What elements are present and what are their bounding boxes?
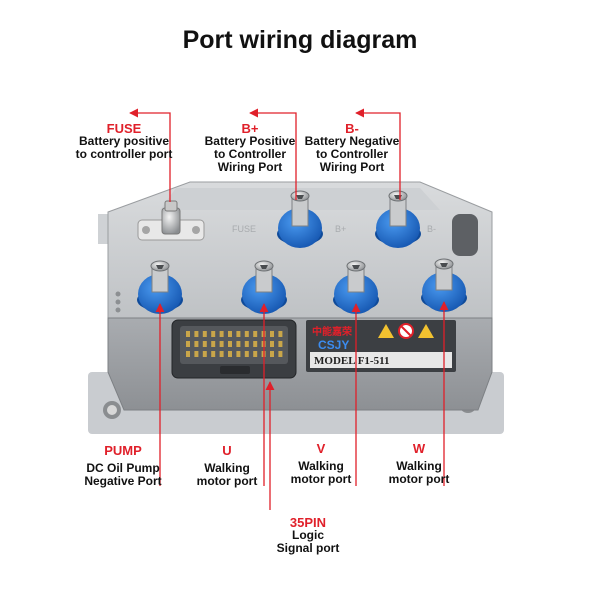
fuse-desc-1: Battery positive xyxy=(78,134,170,148)
u-title: U xyxy=(222,443,232,458)
u-desc-1: Walking xyxy=(204,461,250,475)
pin35-desc-2: Signal port xyxy=(276,541,340,555)
connector-pin xyxy=(278,351,283,357)
v-desc-2: motor port xyxy=(290,472,352,486)
rubber-plug xyxy=(452,214,478,256)
label-u: U Walking motor port xyxy=(192,444,262,488)
fuse-terminal xyxy=(137,200,205,241)
pump-title: PUMP xyxy=(104,443,142,458)
connector-pin xyxy=(211,351,216,357)
bplus-leader xyxy=(249,108,297,200)
w-desc-2: motor port xyxy=(388,472,450,486)
v-desc-1: Walking xyxy=(298,459,344,473)
connector-pin xyxy=(211,331,216,337)
connector-pin xyxy=(202,351,207,357)
terminal-pump xyxy=(137,260,183,314)
v-title: V xyxy=(316,441,326,456)
connector-pin xyxy=(253,341,258,347)
fuse-title: FUSE xyxy=(106,121,142,136)
connector-pin xyxy=(186,331,190,337)
brand-logo: CSJY xyxy=(318,338,349,352)
pin35-desc-1: Logic xyxy=(292,528,324,542)
fuse-desc-2: to controller port xyxy=(75,147,173,161)
connector-pin xyxy=(236,341,241,347)
warning-icon xyxy=(378,324,394,338)
warning-icon-2 xyxy=(418,324,434,338)
bplus-desc-2: to Controller xyxy=(214,147,286,161)
diagram-title: Port wiring diagram xyxy=(182,26,418,54)
label-pump: PUMP DC Oil Pump Negative Port xyxy=(78,444,168,488)
connector-pins xyxy=(186,331,283,357)
connector-pin xyxy=(194,331,199,337)
connector-pin xyxy=(270,351,274,357)
housing-mark-bplus: B+ xyxy=(335,224,346,234)
connector-pin xyxy=(270,341,274,347)
connector-pin xyxy=(244,331,249,337)
pin35-title: 35PIN xyxy=(289,515,327,530)
leader-lines xyxy=(129,108,449,510)
label-fuse: FUSE Battery positive to controller port xyxy=(74,122,174,161)
connector-pin xyxy=(219,351,224,357)
housing-mark-fuse: FUSE xyxy=(232,224,256,234)
connector-pin xyxy=(228,351,232,357)
connector-pin xyxy=(236,331,241,337)
label-bminus: B- Battery Negative to Controller Wiring… xyxy=(300,122,404,174)
pump-desc-1: DC Oil Pump xyxy=(86,461,160,475)
terminal-bminus xyxy=(375,190,421,248)
connector-35pin xyxy=(171,319,297,379)
model-number: MODEL F1-511 xyxy=(314,355,389,367)
bplus-desc-1: Battery Positive xyxy=(204,134,296,148)
connector-pin xyxy=(228,331,232,337)
connector-pin xyxy=(244,351,249,357)
bminus-desc-3: Wiring Port xyxy=(319,160,385,174)
connector-pin xyxy=(236,351,241,357)
label-plate: 中能嘉荣 CSJY MODEL F1-511 xyxy=(306,320,456,372)
bminus-title: B- xyxy=(345,121,359,136)
connector-pin xyxy=(278,341,283,347)
housing-mark-bminus: B- xyxy=(427,224,436,234)
connector-pin xyxy=(228,341,232,347)
connector-pin xyxy=(202,341,207,347)
terminal-w xyxy=(421,258,467,312)
connector-pin xyxy=(194,341,199,347)
pump-desc-2: Negative Port xyxy=(84,474,162,488)
u-desc-2: motor port xyxy=(196,474,258,488)
connector-pin xyxy=(211,341,216,347)
bplus-desc-3: Wiring Port xyxy=(217,160,283,174)
bminus-desc-1: Battery Negative xyxy=(304,134,400,148)
connector-pin xyxy=(278,331,283,337)
label-w: W Walking motor port xyxy=(384,442,454,486)
bminus-leader xyxy=(355,108,401,200)
connector-pin xyxy=(253,351,258,357)
label-v: V Walking motor port xyxy=(286,442,356,486)
connector-pin xyxy=(186,341,190,347)
connector-pin xyxy=(219,331,224,337)
connector-pin xyxy=(186,351,190,357)
fuse-leader xyxy=(129,108,171,202)
terminal-v xyxy=(333,260,379,314)
connector-pin xyxy=(202,331,207,337)
connector-pin xyxy=(270,331,274,337)
label-35pin: 35PIN Logic Signal port xyxy=(268,516,348,555)
label-bplus: B+ Battery Positive to Controller Wiring… xyxy=(198,122,302,174)
bplus-title: B+ xyxy=(241,121,259,136)
w-desc-1: Walking xyxy=(396,459,442,473)
w-title: W xyxy=(412,441,426,456)
connector-pin xyxy=(219,341,224,347)
connector-pin xyxy=(194,351,199,357)
brand-cn: 中能嘉荣 xyxy=(312,325,352,338)
bminus-desc-2: to Controller xyxy=(316,147,388,161)
connector-pin xyxy=(244,341,249,347)
connector-pin xyxy=(253,331,258,337)
terminal-u xyxy=(241,260,287,314)
